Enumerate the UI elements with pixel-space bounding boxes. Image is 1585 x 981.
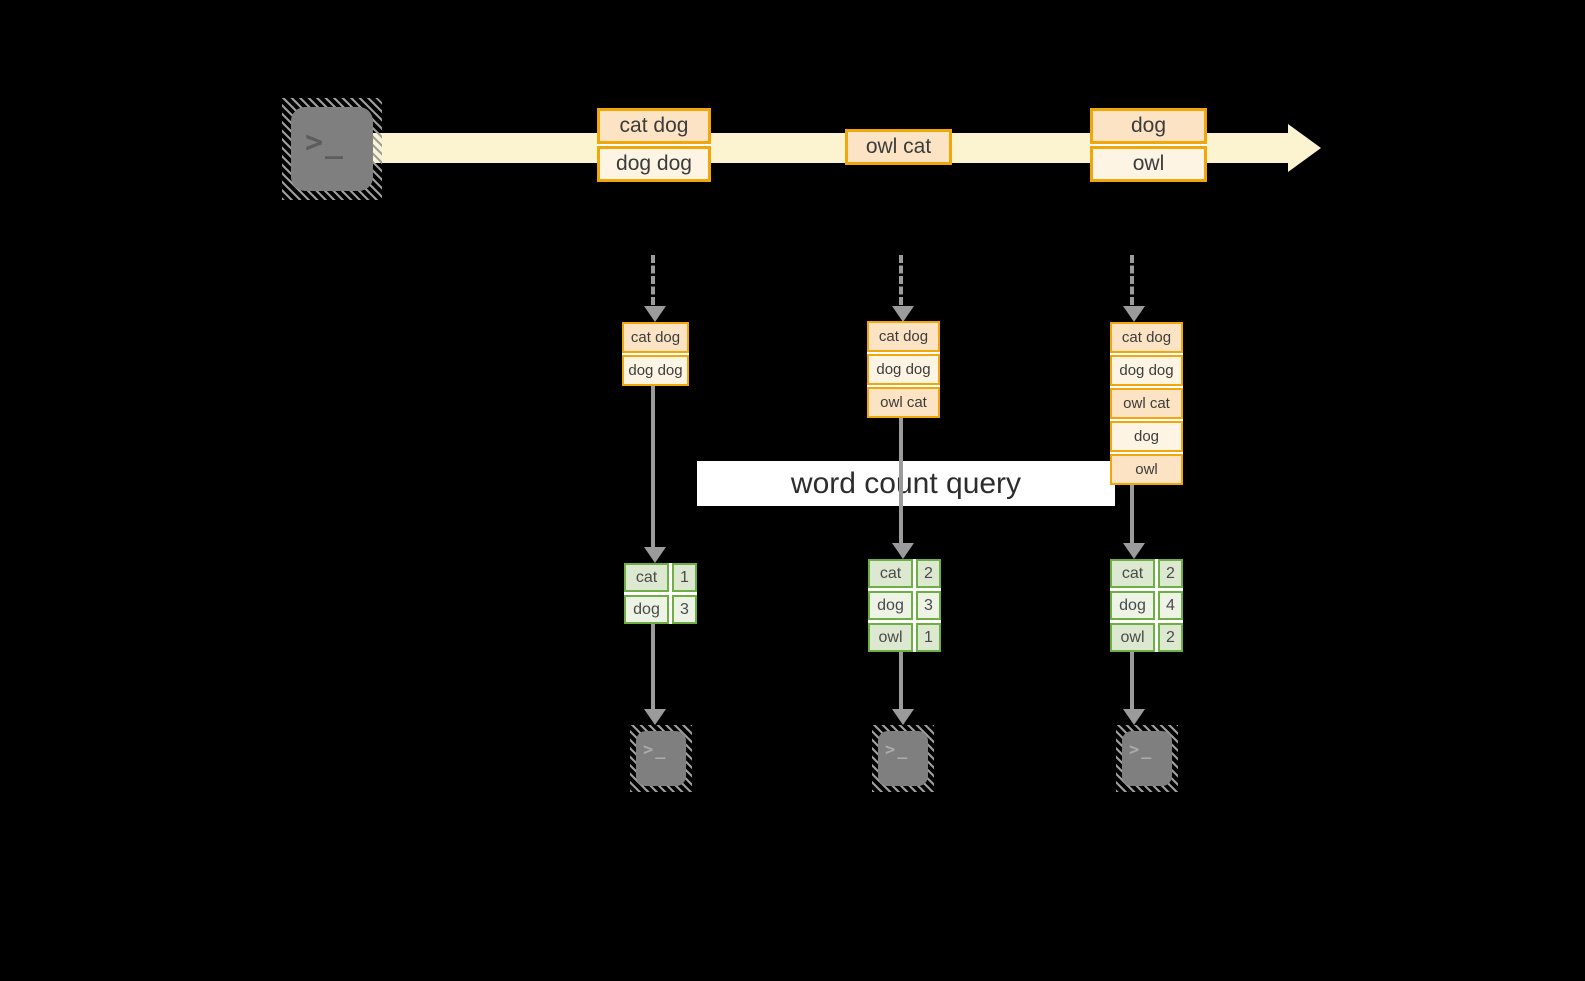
- sink-terminal-icon-3: >_: [1116, 725, 1178, 792]
- state-row: owl cat: [1110, 388, 1183, 419]
- state-stack-1: cat dog dog dog: [622, 322, 689, 386]
- arrow-line: [1130, 652, 1134, 709]
- counts-table-3: cat 2 dog 4 owl 2: [1110, 559, 1183, 652]
- arrow-line: [651, 624, 655, 709]
- dashed-arrowhead-icon: [892, 306, 914, 322]
- count-word-cell: owl: [1110, 623, 1155, 652]
- count-value-cell: 3: [672, 595, 697, 624]
- count-word-cell: cat: [624, 563, 669, 592]
- count-value-cell: 2: [1158, 623, 1183, 652]
- state-row: cat dog: [622, 322, 689, 353]
- count-value-cell: 4: [1158, 591, 1183, 620]
- batch-row: dog dog: [597, 146, 711, 182]
- count-value-cell: 1: [672, 563, 697, 592]
- sink-terminal-icon-1: >_: [630, 725, 692, 792]
- state-stack-2: cat dog dog dog owl cat: [867, 321, 940, 418]
- state-row: cat dog: [867, 321, 940, 352]
- arrow-line: [899, 418, 903, 543]
- count-word-cell: owl: [868, 623, 913, 652]
- arrow-line: [1130, 485, 1134, 543]
- stream-batch-1: cat dog dog dog: [597, 108, 711, 182]
- batch-row: cat dog: [597, 108, 711, 144]
- terminal-prompt-glyph: >_: [1129, 740, 1154, 760]
- count-value-cell: 2: [916, 559, 941, 588]
- count-word-cell: dog: [868, 591, 913, 620]
- dashed-arrow-line: [651, 255, 655, 305]
- batch-row: owl cat: [845, 129, 952, 165]
- stream-batch-2: owl cat: [845, 129, 952, 165]
- count-value-cell: 2: [1158, 559, 1183, 588]
- source-terminal-icon: >_: [282, 98, 382, 200]
- arrowhead-icon: [892, 709, 914, 725]
- count-value-cell: 1: [916, 623, 941, 652]
- terminal-screen: >_: [636, 731, 686, 786]
- state-row: dog dog: [622, 355, 689, 386]
- dashed-arrowhead-icon: [644, 306, 666, 322]
- query-label-band: word count query: [697, 461, 1115, 506]
- count-word-cell: dog: [624, 595, 669, 624]
- counts-table-2: cat 2 dog 3 owl 1: [868, 559, 941, 652]
- state-row: dog dog: [867, 354, 940, 385]
- state-row: cat dog: [1110, 322, 1183, 353]
- counts-table-1: cat 1 dog 3: [624, 563, 697, 624]
- query-label: word count query: [790, 466, 1022, 500]
- dashed-arrow-line: [899, 255, 903, 305]
- batch-row: owl: [1090, 146, 1207, 182]
- arrow-line: [651, 386, 655, 547]
- count-word-cell: cat: [868, 559, 913, 588]
- state-row: dog dog: [1110, 355, 1183, 386]
- count-value-cell: 3: [916, 591, 941, 620]
- arrowhead-icon: [892, 543, 914, 559]
- sink-terminal-icon-2: >_: [872, 725, 934, 792]
- arrowhead-icon: [644, 709, 666, 725]
- terminal-prompt-glyph: >_: [305, 125, 346, 160]
- terminal-screen: >_: [878, 731, 928, 786]
- dashed-arrowhead-icon: [1123, 306, 1145, 322]
- stream-batch-3: dog owl: [1090, 108, 1207, 182]
- terminal-prompt-glyph: >_: [643, 740, 668, 760]
- arrow-line: [899, 652, 903, 709]
- state-row: owl cat: [867, 387, 940, 418]
- count-word-cell: cat: [1110, 559, 1155, 588]
- arrowhead-icon: [1123, 709, 1145, 725]
- arrowhead-icon: [1123, 543, 1145, 559]
- terminal-screen: >_: [291, 107, 373, 191]
- state-row: owl: [1110, 454, 1183, 485]
- terminal-prompt-glyph: >_: [885, 740, 910, 760]
- batch-row: dog: [1090, 108, 1207, 144]
- state-stack-3: cat dog dog dog owl cat dog owl: [1110, 322, 1183, 485]
- stream-arrowhead-icon: [1288, 124, 1321, 172]
- count-word-cell: dog: [1110, 591, 1155, 620]
- arrowhead-icon: [644, 547, 666, 563]
- state-row: dog: [1110, 421, 1183, 452]
- terminal-screen: >_: [1122, 731, 1172, 786]
- dashed-arrow-line: [1130, 255, 1134, 305]
